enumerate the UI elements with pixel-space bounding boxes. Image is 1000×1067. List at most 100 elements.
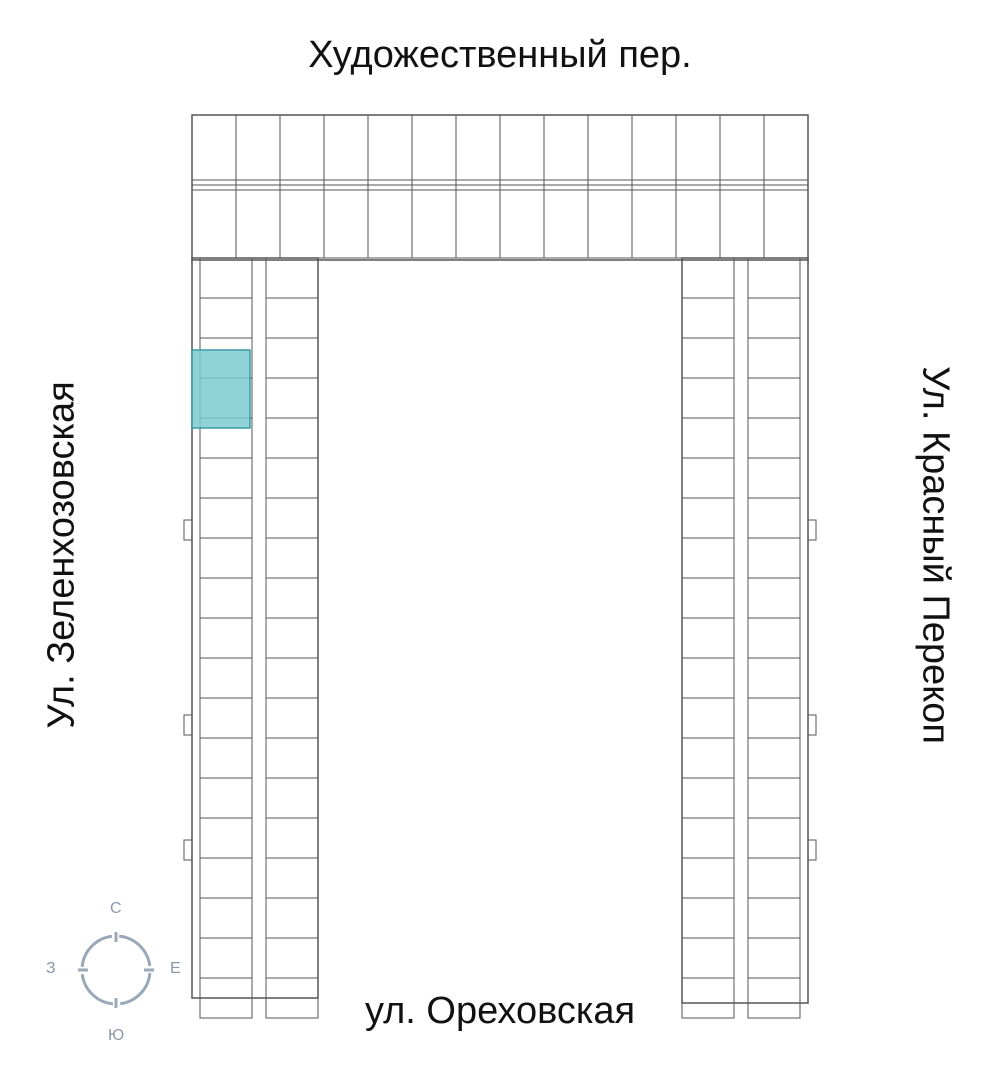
- apartment-outline: [675, 114, 721, 186]
- apartment-outline: [265, 697, 319, 739]
- apartment-outline: [763, 114, 809, 186]
- apartment-outline: [279, 184, 325, 259]
- apartment-outline: [631, 184, 677, 259]
- apartment-outline: [747, 977, 801, 1019]
- apartment-outline: [543, 114, 589, 186]
- apartment-outline: [747, 577, 801, 619]
- apartment-outline: [183, 839, 193, 861]
- apartment-outline: [235, 114, 281, 186]
- apartment-outline: [681, 617, 735, 659]
- apartment-outline: [543, 184, 589, 259]
- apartment-outline: [199, 737, 253, 779]
- apartment-outline: [265, 857, 319, 899]
- apartment-outline: [411, 114, 457, 186]
- apartment-outline: [681, 537, 735, 579]
- apartment-outline: [681, 697, 735, 739]
- apartment-outline: [199, 257, 253, 299]
- apartment-outline: [747, 497, 801, 539]
- apartment-outline: [199, 297, 253, 339]
- apartment-outline: [681, 497, 735, 539]
- apartment-outline: [191, 179, 809, 191]
- compass-south-label: Ю: [108, 1027, 125, 1044]
- apartment-outline: [251, 257, 267, 999]
- apartment-outline: [807, 519, 817, 541]
- apartment-outline: [747, 377, 801, 419]
- street-label-north: Художественный пер.: [308, 34, 692, 76]
- apartment-outline: [367, 184, 413, 259]
- selected-apartment[interactable]: [191, 349, 251, 429]
- apartment-outline: [681, 977, 735, 1019]
- apartment-outline: [747, 257, 801, 299]
- apartment-outline: [747, 457, 801, 499]
- building-walls: [183, 114, 817, 1019]
- apartment-outline: [681, 257, 809, 1004]
- street-label-south: ул. Ореховская: [364, 990, 636, 1032]
- apartment-outline: [631, 114, 677, 186]
- apartment-outline: [265, 777, 319, 819]
- apartment-outline: [681, 897, 735, 939]
- apartment-outline: [455, 184, 501, 259]
- apartment-outline: [183, 519, 193, 541]
- compass-west-label: З: [46, 960, 56, 977]
- apartment-outline: [323, 184, 369, 259]
- apartment-outline: [747, 937, 801, 979]
- apartment-outline: [265, 297, 319, 339]
- apartment-outline: [681, 577, 735, 619]
- apartment-outline: [675, 184, 721, 259]
- apartment-outline: [265, 377, 319, 419]
- apartment-outline: [681, 657, 735, 699]
- apartment-outline: [747, 417, 801, 459]
- compass-east-label: Е: [170, 960, 181, 977]
- apartment-outline: [747, 817, 801, 859]
- apartment-outline: [411, 184, 457, 259]
- street-label-west: Ул. Зеленхозовская: [40, 381, 83, 729]
- apartment-outline: [587, 184, 633, 259]
- apartment-outline: [455, 114, 501, 186]
- apartment-outline: [265, 977, 319, 1019]
- apartment-outline: [747, 857, 801, 899]
- apartment-outline: [681, 937, 735, 979]
- street-label-east: Ул. Красный Перекоп: [914, 366, 957, 744]
- apartment-outline: [747, 897, 801, 939]
- apartment-outline: [265, 657, 319, 699]
- apartment-outline: [587, 114, 633, 186]
- apartment-outline: [265, 417, 319, 459]
- apartment-outline: [681, 257, 735, 299]
- apartment-outline: [681, 297, 735, 339]
- compass-north-label: С: [110, 900, 122, 917]
- apartment-outline: [367, 114, 413, 186]
- apartment-outline: [747, 337, 801, 379]
- apartment-outline: [681, 377, 735, 419]
- apartment-outline: [199, 937, 253, 979]
- apartment-outline: [265, 737, 319, 779]
- apartment-outline: [681, 337, 735, 379]
- apartment-outline: [265, 577, 319, 619]
- apartment-outline: [747, 617, 801, 659]
- apartment-outline: [199, 657, 253, 699]
- apartment-outline: [199, 977, 253, 1019]
- apartment-outline: [681, 777, 735, 819]
- apartment-outline: [279, 114, 325, 186]
- apartment-outline: [499, 184, 545, 259]
- apartment-outline: [199, 817, 253, 859]
- apartment-outline: [199, 537, 253, 579]
- apartment-outline: [807, 839, 817, 861]
- apartment-outline: [265, 457, 319, 499]
- apartment-outline: [265, 897, 319, 939]
- apartment-outline: [681, 457, 735, 499]
- apartment-outline: [199, 897, 253, 939]
- apartment-outline: [719, 114, 765, 186]
- apartment-outline: [265, 937, 319, 979]
- apartment-outline: [199, 617, 253, 659]
- apartment-outline: [265, 257, 319, 299]
- apartment-outline: [191, 184, 237, 259]
- apartment-outline: [265, 497, 319, 539]
- apartment-outline: [199, 577, 253, 619]
- apartment-outline: [199, 457, 253, 499]
- apartment-outline: [191, 114, 237, 186]
- apartment-outline: [719, 184, 765, 259]
- apartment-outline: [199, 857, 253, 899]
- apartment-outline: [747, 737, 801, 779]
- apartment-outline: [499, 114, 545, 186]
- apartment-outline: [183, 714, 193, 736]
